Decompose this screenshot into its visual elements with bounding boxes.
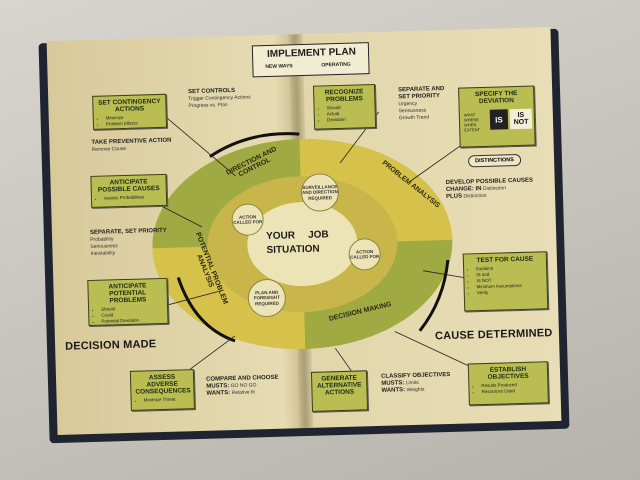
plus-label: PLUS (446, 193, 463, 201)
section-title: COMPARE AND CHOOSE (206, 374, 279, 383)
box-title: TEST FOR CAUSE (476, 255, 534, 265)
box-test-cause: TEST FOR CAUSE Explains IS and IS NOT Mi… (462, 251, 549, 312)
box-title: RECOGNIZE PROBLEMS (324, 88, 364, 104)
box-title: GENERATE ALTERNATIVE ACTIONS (316, 374, 362, 397)
develop-causes: DEVELOP POSSIBLE CAUSES CHANGE: IN Disti… (446, 177, 547, 201)
list-item: Growth Trend (398, 114, 430, 122)
header-title: IMPLEMENT PLAN (266, 46, 357, 60)
ring-yellow-bottom-left (152, 245, 306, 350)
book-endpapers: IMPLEMENT PLAN NEW WAYS OPERATING SET CO… (46, 27, 562, 435)
list-item: Probability (90, 236, 114, 243)
list-item: Progress vs. Plan (188, 102, 228, 110)
header-sub-2: OPERATING (321, 61, 351, 69)
row-label: EXTENT (464, 127, 481, 133)
section-title: TAKE PREVENTIVE ACTION (91, 137, 172, 146)
plus-value: Distinction (463, 192, 487, 200)
musts-value: GO NO GO (230, 382, 257, 390)
list-item: Verify (477, 288, 543, 296)
arrow-bottom-right (418, 259, 450, 332)
center-your: YOUR (265, 230, 296, 243)
decision-made-label: DECISION MADE (64, 338, 157, 353)
musts-label: MUSTS: (206, 383, 230, 390)
ring-yellow-top-right (299, 139, 453, 243)
list-item: Trigger Contingency Actions (188, 94, 251, 103)
is-cell: IS (489, 109, 509, 130)
classify-objectives: CLASSIFY OBJECTIVES MUSTS: Limits WANTS:… (381, 372, 451, 395)
connector-lines (161, 111, 477, 378)
specify-rows: WHAT WHERE WHEN EXTENT (464, 112, 480, 132)
wants-label: WANTS: (206, 390, 231, 397)
box-title: ASSESS ADVERSE CONSEQUENCES (135, 373, 191, 396)
list-item: Remove Cause (91, 145, 127, 153)
section-title: SEPARATE AND SET PRIORITY (398, 86, 445, 101)
list-item: Inevitability (90, 250, 116, 257)
distinctions-pill: DISTINCTIONS (467, 153, 522, 168)
separate-priority-right: SEPARATE AND SET PRIORITY Urgency Seriou… (398, 86, 457, 123)
wants-value: Relative fit (231, 389, 255, 397)
center-disc (247, 202, 358, 287)
musts-value: Limits (405, 379, 419, 387)
box-assess-consequences: ASSESS ADVERSE CONSEQUENCES Minimize Thr… (129, 369, 195, 411)
header-plaque: IMPLEMENT PLAN NEW WAYS OPERATING (251, 42, 370, 78)
box-title: ESTABLISH OBJECTIVES (487, 365, 529, 381)
list-item: Seriousness (90, 243, 118, 250)
box-title: ANTICIPATE POTENTIAL PROBLEMS (108, 282, 147, 305)
compare-choose: COMPARE AND CHOOSE MUSTS: GO NO GO WANTS… (206, 375, 279, 398)
center-job: JOB (307, 229, 329, 241)
isnot-cell: IS NOT (509, 108, 533, 130)
list-item: Problem Effects (106, 120, 162, 128)
center-situation: SITUATION (266, 243, 320, 257)
arrow-bottom-left (176, 277, 236, 343)
box-set-contingency: SET CONTINGENCY ACTIONS MinimizeProblem … (92, 93, 168, 130)
list-item: Deviation (327, 116, 371, 123)
set-controls: SET CONTROLS Trigger Contingency Actions… (188, 87, 251, 110)
box-recognize-problems: RECOGNIZE PROBLEMS ShouldActualDeviation (312, 83, 377, 130)
list-item: Assess Probabilities (104, 194, 162, 202)
change-value: Distinction (482, 185, 507, 192)
box-title: SPECIFY THE DEVIATION (474, 89, 518, 106)
wants-value: Weights (406, 386, 425, 394)
musts-label: MUSTS: (381, 380, 405, 387)
arrow-top-left (209, 132, 300, 158)
list-item: Resources Used (481, 387, 543, 395)
section-title: CLASSIFY OBJECTIVES (381, 371, 451, 380)
header-sub-1: NEW WAYS (265, 63, 293, 71)
box-generate-alternatives: GENERATE ALTERNATIVE ACTIONS (310, 370, 369, 412)
preventive-action: TAKE PREVENTIVE ACTION Remove Cause (91, 138, 171, 154)
section-title: DEVELOP POSSIBLE CAUSES (445, 177, 534, 187)
section-title: SEPARATE, SET PRIORITY (89, 227, 167, 236)
box-title: ANTICIPATE POSSIBLE CAUSES (97, 178, 160, 194)
wants-label: WANTS: (381, 387, 406, 394)
change-label: CHANGE: IN (445, 186, 482, 194)
list-item: Seriousness (398, 107, 427, 115)
separate-priority-left: SEPARATE, SET PRIORITY Probability Serio… (90, 228, 168, 258)
box-anticipate-problems: ANTICIPATE POTENTIAL PROBLEMS ShouldCoul… (87, 277, 169, 327)
box-establish-objectives: ESTABLISH OBJECTIVES Results ProducedRes… (467, 361, 549, 406)
list-item: Minimize Threat (144, 396, 190, 403)
box-specify-deviation: SPECIFY THE DEVIATION WHAT WHERE WHEN EX… (458, 85, 536, 148)
box-title: SET CONTINGENCY ACTIONS (98, 97, 161, 114)
box-anticipate-causes: ANTICIPATE POSSIBLE CAUSES Assess Probab… (90, 173, 168, 208)
list-item: Potential Deviation (101, 317, 163, 325)
list-item: Urgency (398, 100, 418, 108)
